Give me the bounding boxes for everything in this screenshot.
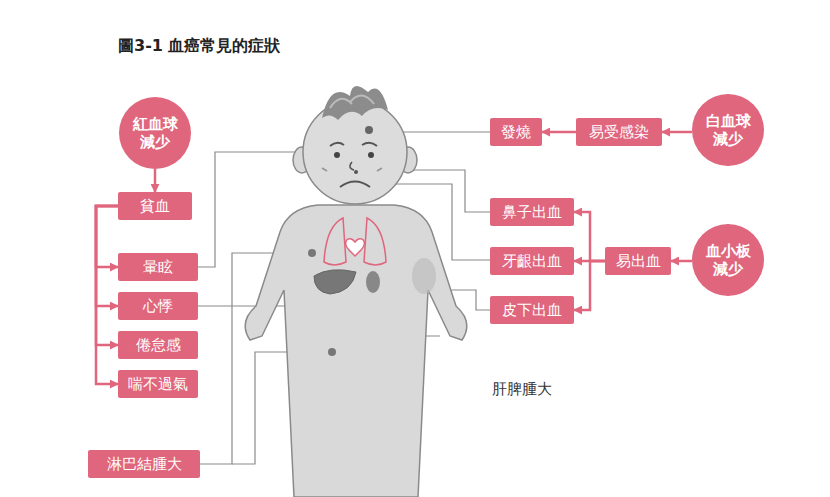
arrow-connector [662,131,692,134]
lung [324,218,346,265]
symptom-text: 倦怠感 [136,336,181,354]
nose-blood [354,170,358,174]
human-figure [245,86,467,497]
symptom-text: 心悸 [143,297,173,315]
spleen [366,271,380,293]
eyebrows [330,143,377,146]
arrow-connector [671,260,692,263]
cheeks [322,168,382,171]
cause-circle: 白血球 減少 [692,94,764,166]
symptom-box: 淋巴結腫大 [88,450,200,478]
symptom-box: 易出血 [605,247,671,275]
arrow-connector [574,261,605,310]
cause-text: 血小板 減少 [704,242,752,278]
symptom-text: 牙齦出血 [502,252,562,270]
cause-circle: 血小板 減少 [692,224,764,296]
circle-shape [119,97,191,169]
symptom-box: 易受感染 [576,118,662,146]
arrow-connector [542,131,576,134]
arrow-connector [154,169,157,192]
liver [314,270,356,294]
symptom-text: 易受感染 [589,123,649,141]
arrow-connector [574,212,605,261]
eye [334,152,340,158]
cause-circle: 紅血球 減少 [119,97,191,169]
eye [368,152,374,158]
mouth [340,182,370,188]
symptom-box: 貧血 [118,192,192,220]
symptom-box: 倦怠感 [118,331,198,359]
symptom-text: 鼻子出血 [502,203,562,221]
bruise [412,258,436,294]
symptom-box: 發燒 [490,118,542,146]
heart [346,239,365,256]
symptom-text: 發燒 [501,123,531,141]
symptom-box: 暈眩 [118,253,198,281]
head [303,100,407,204]
symptom-label: 肝脾腫大 [490,380,554,399]
lymph-node [328,348,336,356]
fever-mark [365,126,373,134]
symptom-box: 牙齦出血 [490,247,574,275]
symptom-text: 喘不過氣 [128,375,188,393]
hair [322,86,388,120]
arrow-connector [96,206,118,306]
symptom-box: 皮下出血 [490,296,574,324]
symptom-text: 暈眩 [143,258,173,276]
circle-shape [692,94,764,166]
nose [350,162,354,170]
cause-text: 紅血球 減少 [131,115,179,151]
arrow-connector [96,206,118,384]
symptom-box: 喘不過氣 [118,370,198,398]
arrow-connector [96,206,118,345]
symptom-text: 易出血 [616,252,661,270]
symptom-box: 心悸 [118,292,198,320]
symptom-box: 鼻子出血 [490,198,574,226]
lymph-node [308,249,316,257]
symptom-text: 皮下出血 [502,301,562,319]
body-outline [245,205,467,497]
symptom-text: 貧血 [140,197,170,215]
cause-text: 白血球 減少 [704,112,752,148]
hair-strands [330,95,374,108]
lung [364,218,386,265]
figure-title: 圖3-1 血癌常見的症狀 [118,36,280,57]
circle-shape [692,224,764,296]
arrow-connector [96,206,118,267]
symptom-text: 淋巴結腫大 [107,455,182,473]
